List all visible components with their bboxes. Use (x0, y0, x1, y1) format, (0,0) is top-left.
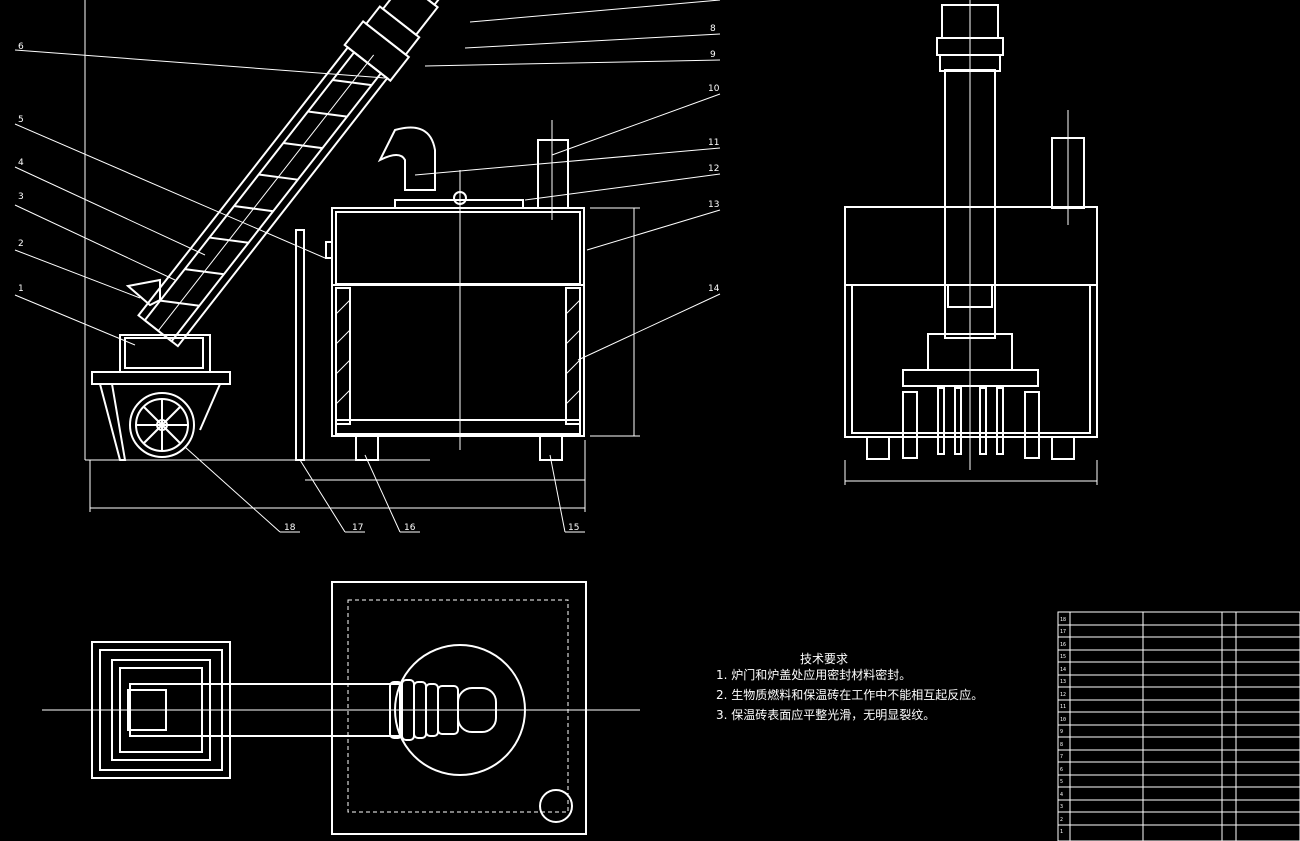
callout-2: 2 (18, 239, 24, 249)
callout-18: 18 (284, 523, 296, 533)
bom-row-number: 9 (1060, 729, 1063, 735)
plan-view (42, 581, 640, 835)
callout-13: 13 (708, 200, 719, 210)
bom-row-number: 16 (1060, 642, 1066, 648)
bom-row-number: 5 (1060, 779, 1063, 785)
bom-table: 18 17 16 15 14 13 12 11 10 9 8 7 6 5 4 3… (1057, 611, 1300, 841)
callout-6: 6 (18, 42, 24, 52)
callout-labels: 6 5 4 3 2 1 8 9 10 11 12 13 14 18 17 16 … (18, 24, 720, 533)
callout-14: 14 (708, 284, 720, 294)
callout-5: 5 (18, 115, 24, 125)
callout-4: 4 (18, 158, 24, 168)
callout-16: 16 (404, 523, 416, 533)
tech-requirement-1: 1. 炉门和炉盖处应用密封材料密封。 (716, 668, 912, 682)
bom-row-number: 6 (1060, 767, 1063, 773)
side-elevation-view (844, 0, 1098, 485)
callout-1: 1 (18, 284, 24, 294)
bom-row-number: 15 (1060, 654, 1066, 660)
bom-row-number: 17 (1060, 629, 1066, 635)
bom-row-number: 11 (1060, 704, 1066, 710)
tech-requirement-3: 3. 保温砖表面应平整光滑，无明显裂纹。 (716, 708, 936, 722)
tech-requirement-2: 2. 生物质燃料和保温砖在工作中不能相互起反应。 (716, 688, 984, 702)
bom-row-number: 7 (1060, 754, 1063, 760)
bom-row-number: 2 (1060, 817, 1063, 823)
bom-row-number: 3 (1060, 804, 1063, 810)
bom-row-number: 18 (1060, 617, 1066, 623)
callout-3: 3 (18, 192, 24, 202)
bom-row-number: 14 (1060, 667, 1066, 673)
bom-row-number: 12 (1060, 692, 1066, 698)
bom-row-number: 4 (1060, 792, 1063, 798)
callout-15: 15 (568, 523, 579, 533)
callout-8: 8 (710, 24, 716, 34)
callout-17: 17 (352, 523, 363, 533)
bom-row-number: 13 (1060, 679, 1066, 685)
callout-11: 11 (708, 138, 719, 148)
bom-row-number: 1 (1060, 829, 1063, 835)
tech-requirements-title: 技术要求 (800, 652, 849, 666)
bom-row-number: 8 (1060, 742, 1063, 748)
callout-12: 12 (708, 164, 719, 174)
callout-9: 9 (710, 50, 716, 60)
front-elevation-view (14, 0, 721, 533)
bom-row-number: 10 (1060, 717, 1066, 723)
callout-10: 10 (708, 84, 720, 94)
